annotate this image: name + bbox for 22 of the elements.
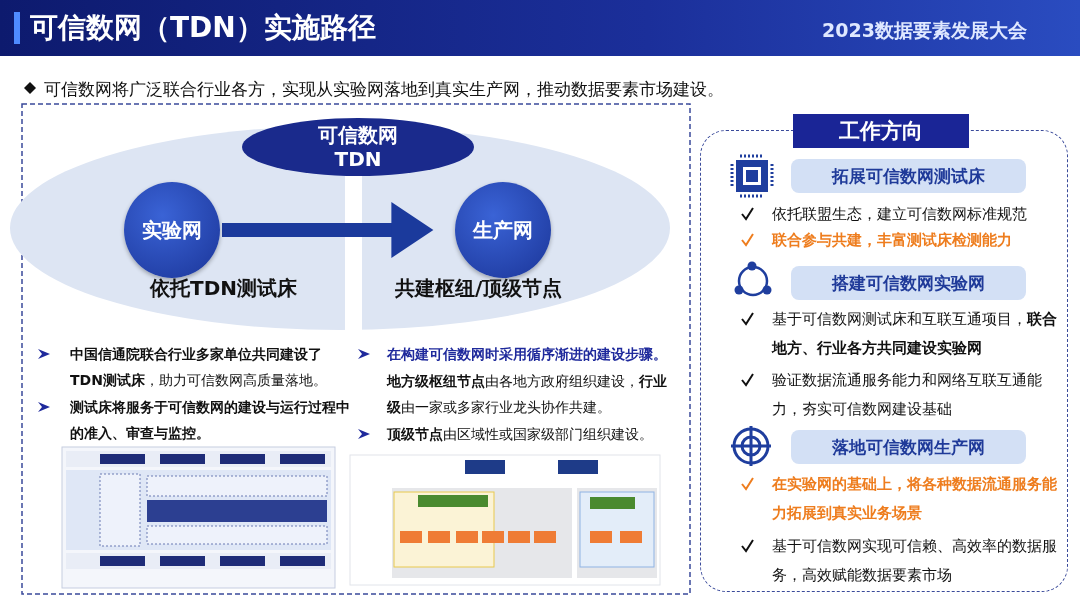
- node-caption: 共建枢纽/顶级节点: [395, 276, 563, 300]
- checklist-item: 基于可信数网实现可信赖、高效率的数据服务，高效赋能数据要素市场: [772, 536, 1058, 586]
- node-caption: 依托TDN测试床: [150, 276, 297, 300]
- section-heading: 落地可信数网生产网: [791, 430, 1026, 464]
- section-heading: 搭建可信数网实验网: [791, 266, 1026, 300]
- bullet-text: 顶级节点由区域性或国家级部门组织建设。: [387, 425, 654, 444]
- checklist-item: 基于可信数网测试床和互联互通项目，联合地方、行业各方共同建设实验网: [772, 309, 1058, 359]
- title-ellipse: 可信数网 TDN: [242, 118, 474, 176]
- bullet-text: 在构建可信数网时采用循序渐进的建设步骤。: [387, 345, 668, 364]
- checklist-item: 在实验网的基础上，将各种数据流通服务能力拓展到真实业务场景: [772, 474, 1058, 524]
- subtitle: 可信数网将广泛联合行业各方，实现从实验网落地到真实生产网，推动数据要素市场建设。: [44, 78, 725, 101]
- checklist-item: 联合参与共建，丰富测试床检测能力: [772, 230, 1013, 251]
- bullet-text: 测试床将服务于可信数网的建设与运行过程中的准入、审查与监控。: [70, 398, 351, 443]
- bullet-text: 中国信通院联合行业多家单位共同建设了TDN测试床，助力可信数网高质量落地。: [70, 345, 328, 390]
- panel-heading: 工作方向: [793, 114, 969, 148]
- checklist-item: 验证数据流通服务能力和网络互联互通能力，夯实可信数网建设基础: [772, 370, 1043, 420]
- slide-title: 可信数网（TDN）实施路径: [30, 10, 376, 46]
- body-text: 地方级枢纽节点由各地方政府组织建设，行业级由一家或多家行业龙头协作共建。: [387, 372, 668, 417]
- event-name: 2023数据要素发展大会: [822, 18, 1028, 43]
- checklist-item: 依托联盟生态，建立可信数网标准规范: [772, 204, 1028, 225]
- arrow: [222, 202, 434, 258]
- section-heading: 拓展可信数网测试床: [791, 159, 1026, 193]
